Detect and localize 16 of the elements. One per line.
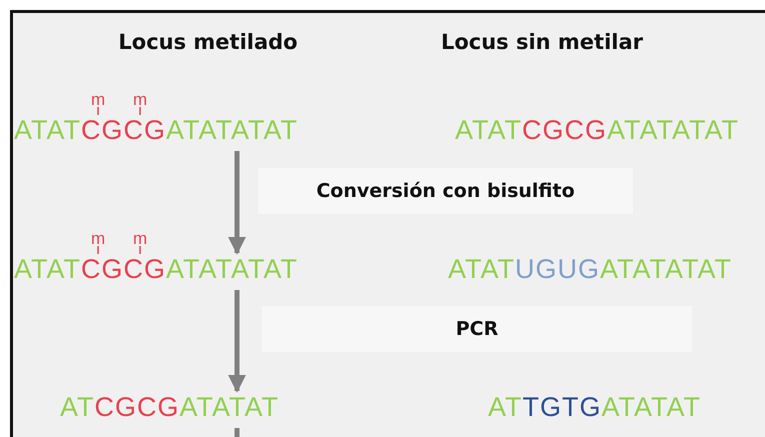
arrow	[228, 151, 246, 255]
methyl-mark: m	[91, 92, 106, 108]
dna-sequence: ATATUGUGATATATAT	[448, 254, 732, 284]
step-label: PCR	[262, 306, 692, 352]
step-label: Conversión con bisulfito	[258, 168, 633, 214]
dna-sequence: ATATCGCGATATATAT	[455, 115, 739, 145]
dna-sequence: ATTGTGATATAT	[488, 392, 701, 422]
dna-sequence: ATATCGCGATATATAT	[14, 254, 298, 284]
column-heading: Locus metilado	[117, 30, 299, 54]
methyl-mark: m	[133, 231, 148, 247]
dna-sequence: ATCGCGATATAT	[60, 392, 279, 422]
column-heading: Locus sin metilar	[440, 30, 644, 54]
dna-sequence: ATATCGCGATATATAT	[14, 115, 298, 145]
methyl-mark: m	[133, 92, 148, 108]
methyl-mark: m	[91, 231, 106, 247]
arrow	[228, 290, 246, 393]
